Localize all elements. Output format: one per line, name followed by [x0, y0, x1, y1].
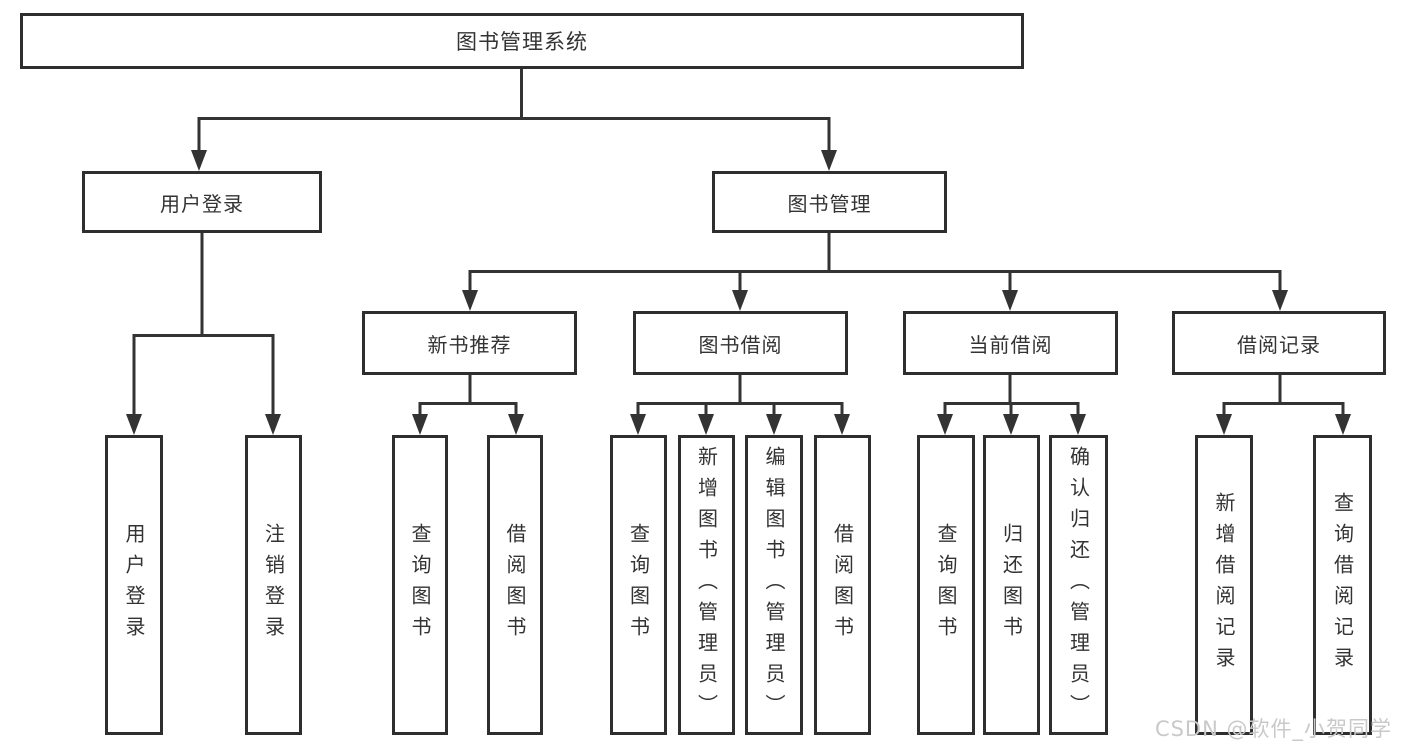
- node-library-management-system: 图书管理系统: [20, 13, 1024, 69]
- node-label: 借阅图书: [503, 523, 527, 647]
- node-label: 注销登录: [261, 523, 286, 647]
- node-label: 用户登录: [160, 191, 244, 216]
- leaf-current-confirm-return-admin: 确认归还（管理员）: [1049, 435, 1108, 735]
- node-label: 查询图书: [626, 523, 651, 647]
- node-new-book-recommend: 新书推荐: [362, 311, 577, 375]
- leaf-borrow-add-books-admin: 新增图书（管理员）: [678, 435, 735, 735]
- leaf-current-query-books: 查询图书: [917, 435, 975, 735]
- node-label: 归还图书: [999, 523, 1024, 647]
- node-label: 用户登录: [122, 523, 146, 647]
- leaf-recommend-query-books: 查询图书: [392, 435, 448, 735]
- node-label: 图书管理: [787, 191, 872, 216]
- node-label: 新增图书（管理员）: [694, 445, 719, 725]
- node-book-management: 图书管理: [712, 171, 947, 233]
- leaf-recommend-borrow-books: 借阅图书: [487, 435, 543, 735]
- leaf-borrow-edit-books-admin: 编辑图书（管理员）: [745, 435, 803, 735]
- node-user-login: 用户登录: [82, 171, 322, 233]
- node-label: 借阅图书: [830, 523, 855, 647]
- leaf-records-add-borrow-record: 新增借阅记录: [1195, 435, 1253, 735]
- node-label: 查询图书: [934, 523, 958, 647]
- node-current-borrow: 当前借阅: [903, 311, 1118, 375]
- node-label: 编辑图书（管理员）: [762, 445, 786, 725]
- node-borrow-records: 借阅记录: [1172, 311, 1386, 375]
- leaf-user-login: 用户登录: [105, 435, 163, 735]
- node-book-borrow: 图书借阅: [633, 311, 848, 375]
- leaf-records-query-borrow-record: 查询借阅记录: [1313, 435, 1372, 735]
- node-label: 借阅记录: [1237, 332, 1321, 357]
- leaf-logout: 注销登录: [245, 435, 302, 735]
- node-label: 图书借阅: [698, 332, 783, 357]
- csdn-watermark: CSDN @软件_小贺同学: [1154, 717, 1392, 741]
- node-label: 新书推荐: [427, 332, 512, 357]
- node-label: 图书管理系统: [456, 30, 588, 54]
- node-label: 新增借阅记录: [1212, 492, 1236, 678]
- leaf-current-return-books: 归还图书: [983, 435, 1040, 735]
- leaf-borrow-borrow-books: 借阅图书: [814, 435, 871, 735]
- leaf-borrow-query-books: 查询图书: [610, 435, 667, 735]
- node-label: 查询图书: [408, 523, 432, 647]
- node-label: 查询借阅记录: [1330, 492, 1355, 678]
- node-label: 确认归还（管理员）: [1066, 445, 1091, 725]
- node-label: 当前借阅: [968, 332, 1053, 357]
